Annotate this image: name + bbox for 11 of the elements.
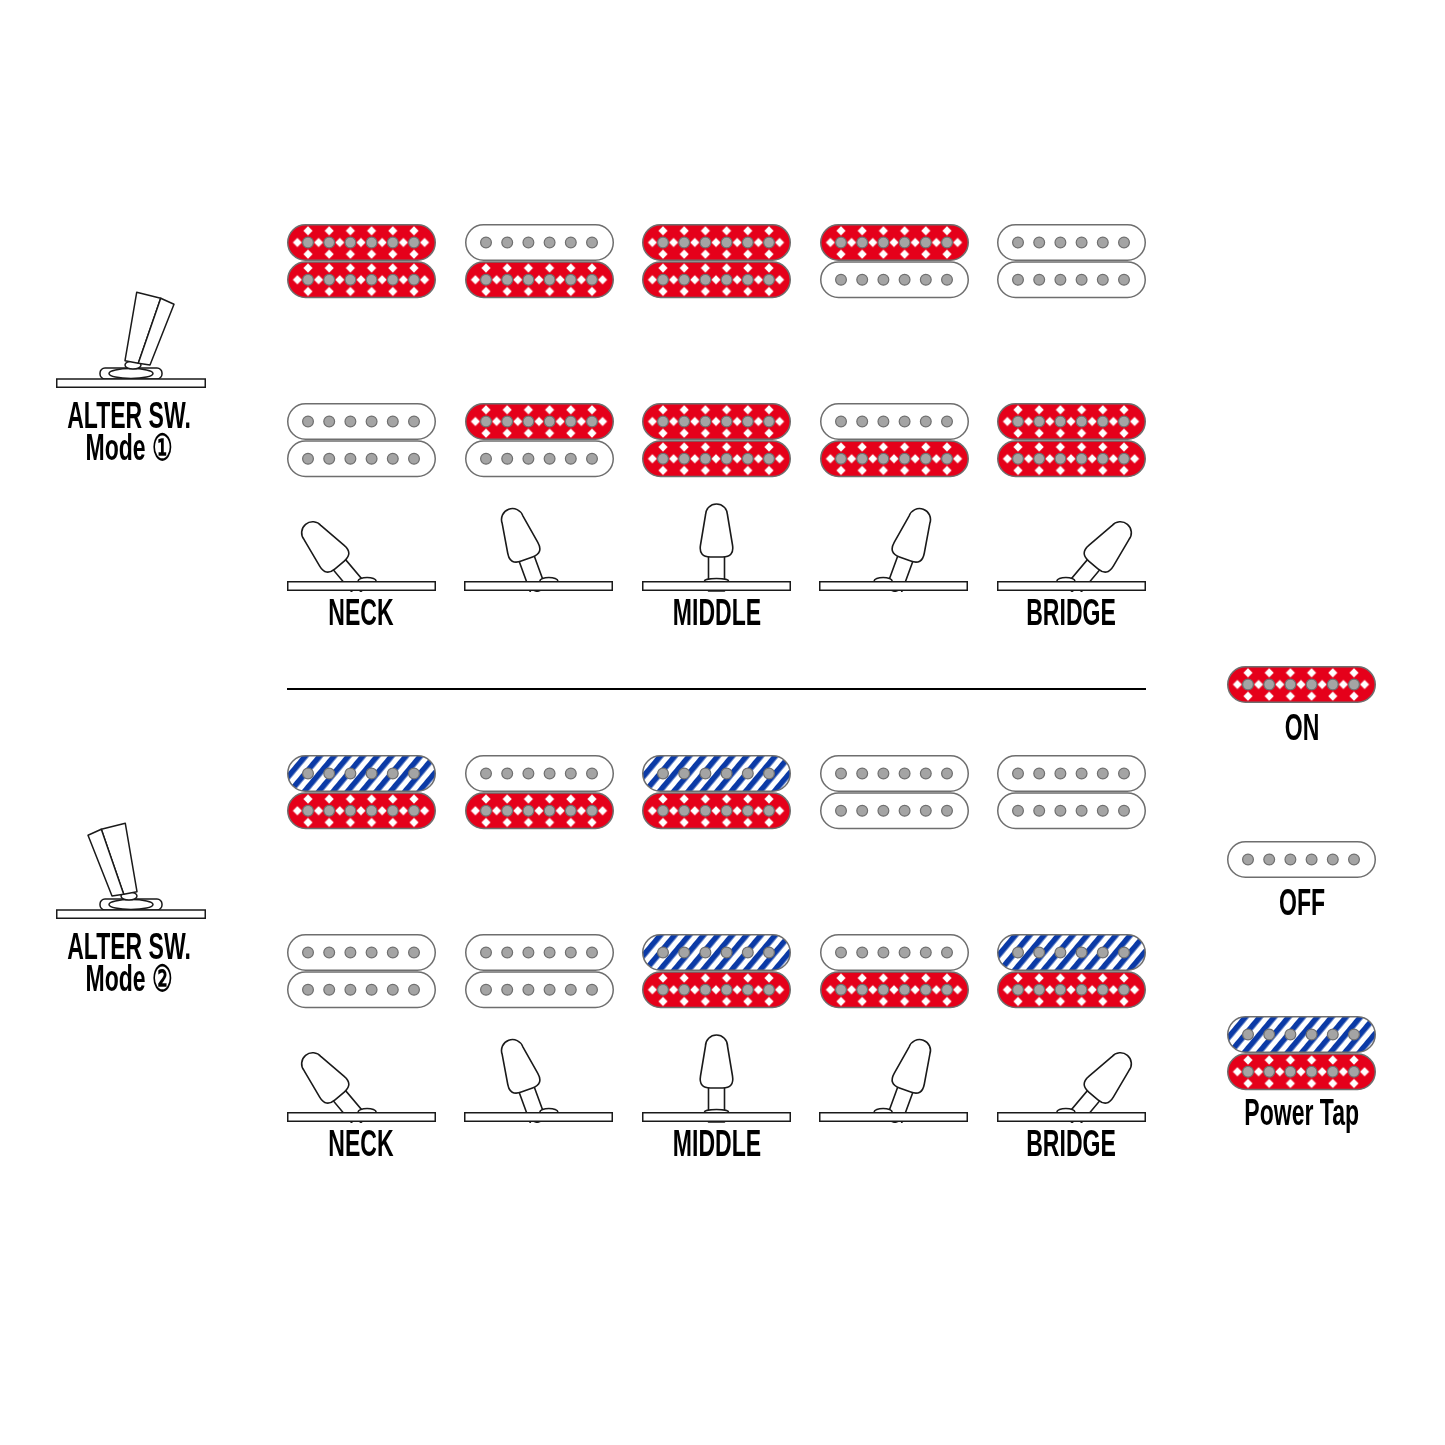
mode-label: ALTER SW. Mode ② (66, 931, 192, 995)
position-label: NECK (328, 595, 395, 631)
position-label: MIDDLE (672, 1126, 761, 1162)
position-label: BRIDGE (1026, 595, 1117, 631)
position-label: BRIDGE (1026, 1126, 1117, 1162)
mode-label: ALTER SW. Mode ① (66, 400, 192, 464)
position-label: MIDDLE (672, 595, 761, 631)
legend-label: OFF (1278, 885, 1326, 922)
position-label: NECK (328, 1126, 395, 1162)
legend-label: Power Tap (1244, 1094, 1360, 1131)
legend-label: ON (1284, 710, 1320, 747)
